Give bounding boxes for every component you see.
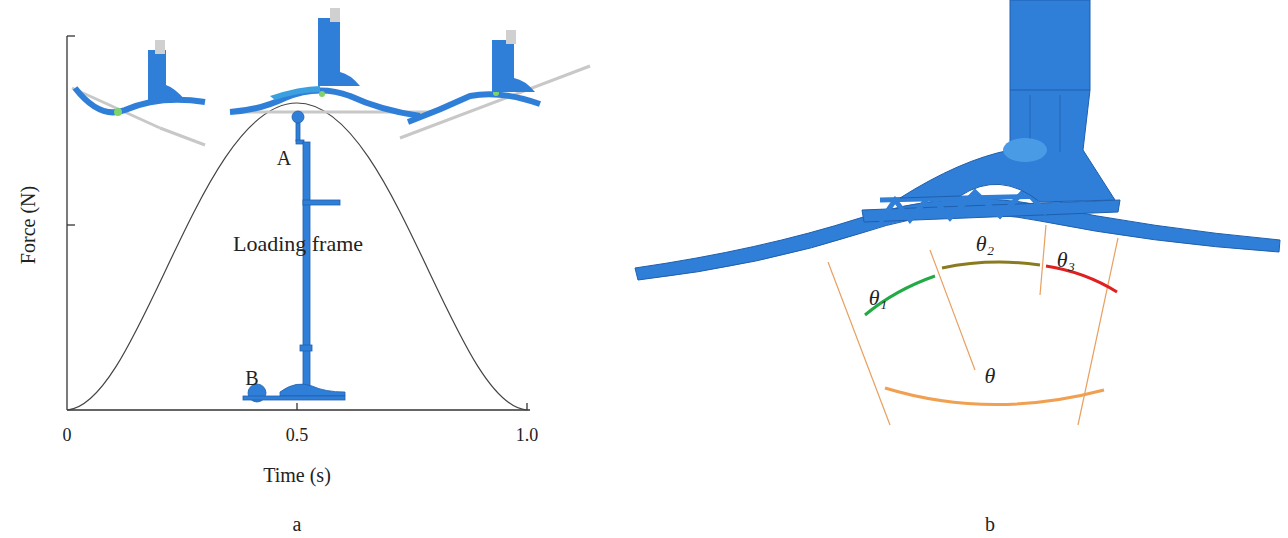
- angle-label: θ: [985, 364, 996, 388]
- theta2-arc: [942, 262, 1040, 268]
- foot-snapshots: [72, 8, 590, 145]
- tick-label: 0.5: [286, 426, 309, 446]
- tick-label: 0: [63, 426, 72, 446]
- angle-label: θ₃: [1057, 248, 1075, 272]
- chart-axes: [67, 36, 530, 410]
- panel-label: a: [293, 513, 302, 535]
- tick-label: 1.0: [516, 426, 539, 446]
- angle-lines: [828, 225, 1118, 425]
- point-label: A: [277, 147, 291, 169]
- point-label: B: [245, 367, 258, 389]
- angle-label: θ₁: [869, 286, 887, 310]
- panel-label: b: [985, 513, 995, 535]
- axis-title: Time (s): [263, 464, 331, 486]
- theta1-arc: [865, 276, 935, 315]
- axis-title: Force (N): [17, 186, 39, 264]
- part-label: Loading frame: [233, 232, 363, 256]
- prosthetic-foot: [635, 0, 1280, 280]
- theta-arc: [885, 388, 1104, 405]
- theta3-arc: [1046, 266, 1117, 292]
- loading-frame: [243, 111, 345, 402]
- force-curve: [67, 103, 527, 410]
- angle-label: θ₂: [976, 232, 994, 256]
